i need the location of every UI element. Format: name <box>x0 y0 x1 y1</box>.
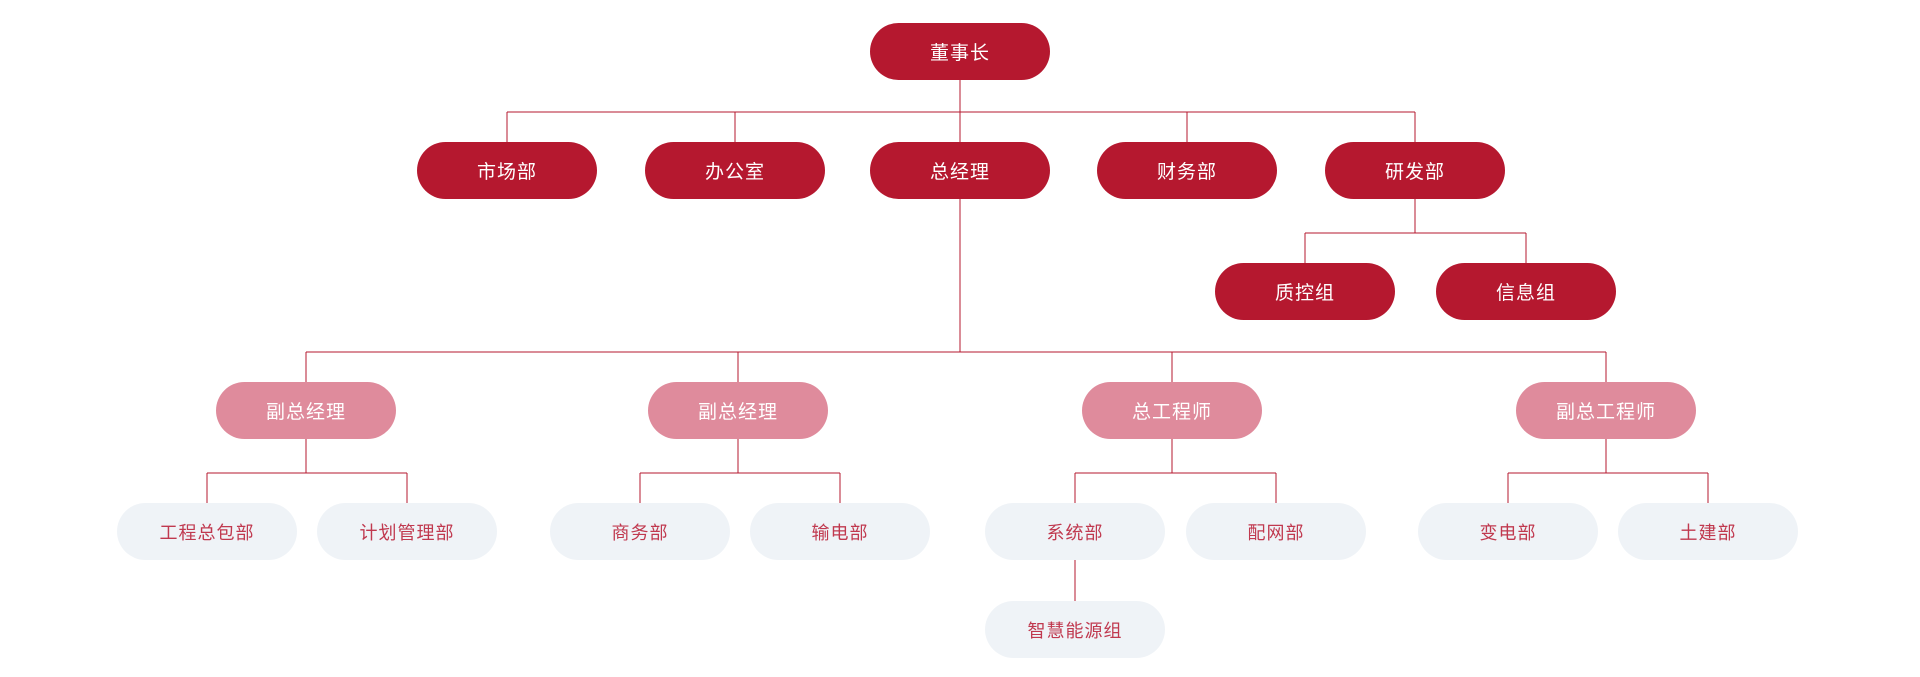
org-node-distrib-dept[interactable]: 配网部 <box>1186 503 1366 560</box>
org-node-dgm-2[interactable]: 副总经理 <box>648 382 828 439</box>
org-node-dgm-1[interactable]: 副总经理 <box>216 382 396 439</box>
org-node-label: 系统部 <box>1046 522 1104 544</box>
org-node-label: 计划管理部 <box>359 522 455 544</box>
org-node-smart-energy[interactable]: 智慧能源组 <box>985 601 1165 658</box>
org-node-plan-dept[interactable]: 计划管理部 <box>317 503 497 560</box>
org-node-trans-dept[interactable]: 输电部 <box>750 503 930 560</box>
org-node-epc-dept[interactable]: 工程总包部 <box>117 503 297 560</box>
org-node-label: 副总经理 <box>265 401 346 423</box>
org-node-chairman[interactable]: 董事长 <box>870 23 1050 80</box>
org-node-label: 工程总包部 <box>159 522 255 544</box>
org-node-label: 配网部 <box>1247 522 1305 544</box>
org-node-label: 副总工程师 <box>1555 401 1656 423</box>
org-node-rnd[interactable]: 研发部 <box>1325 142 1505 199</box>
org-node-label: 市场部 <box>476 161 537 183</box>
org-node-info-group[interactable]: 信息组 <box>1436 263 1616 320</box>
org-node-label: 智慧能源组 <box>1027 620 1123 642</box>
org-node-label: 研发部 <box>1384 161 1445 183</box>
org-node-label: 总经理 <box>929 161 990 183</box>
org-node-label: 变电部 <box>1479 522 1537 544</box>
org-node-finance[interactable]: 财务部 <box>1097 142 1277 199</box>
org-node-system-dept[interactable]: 系统部 <box>985 503 1165 560</box>
org-node-label: 副总经理 <box>697 401 778 423</box>
org-node-dep-chief-eng[interactable]: 副总工程师 <box>1516 382 1696 439</box>
org-node-office[interactable]: 办公室 <box>645 142 825 199</box>
org-node-gm[interactable]: 总经理 <box>870 142 1050 199</box>
org-node-chief-eng[interactable]: 总工程师 <box>1082 382 1262 439</box>
org-node-qc-group[interactable]: 质控组 <box>1215 263 1395 320</box>
org-node-label: 办公室 <box>704 161 765 183</box>
org-node-business-dept[interactable]: 商务部 <box>550 503 730 560</box>
org-node-label: 总工程师 <box>1131 401 1212 423</box>
org-node-label: 土建部 <box>1679 522 1737 544</box>
org-node-substa-dept[interactable]: 变电部 <box>1418 503 1598 560</box>
org-node-label: 董事长 <box>929 42 990 64</box>
org-node-label: 商务部 <box>611 522 669 544</box>
org-node-civil-dept[interactable]: 土建部 <box>1618 503 1798 560</box>
org-node-label: 输电部 <box>811 522 869 544</box>
org-node-label: 信息组 <box>1495 282 1556 304</box>
org-node-label: 财务部 <box>1156 161 1217 183</box>
org-node-label: 质控组 <box>1274 282 1335 304</box>
org-node-marketing[interactable]: 市场部 <box>417 142 597 199</box>
